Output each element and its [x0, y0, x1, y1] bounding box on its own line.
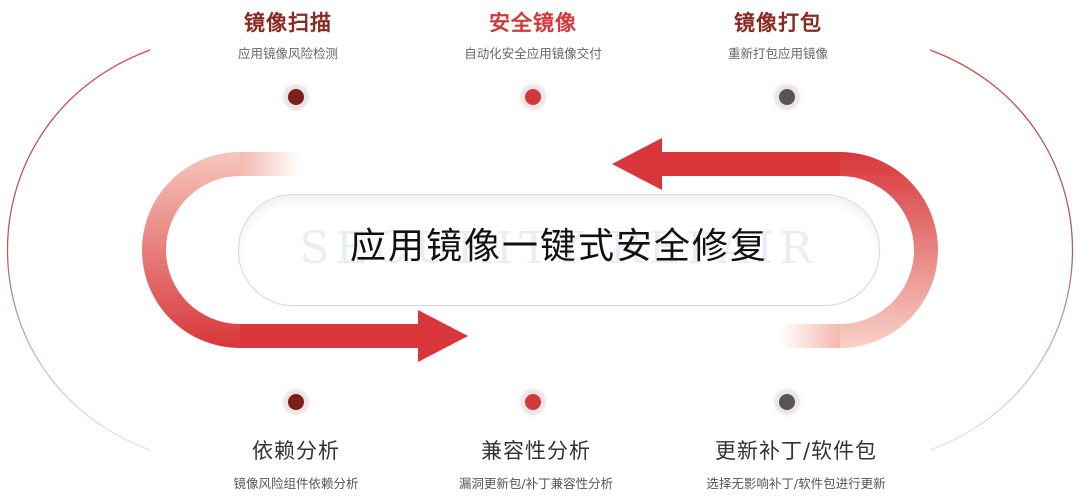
- center-watermark: SECURITY REPAIR: [299, 223, 819, 274]
- step-image-scan: 镜像扫描 应用镜像风险检测: [168, 10, 408, 62]
- left-loop-top-stub: [240, 152, 300, 176]
- outer-arc-left: [6, 49, 151, 451]
- left-arrow-head: [612, 138, 662, 190]
- right-loop-arc: [840, 152, 938, 348]
- step-desc: 漏洞更新包/补丁兼容性分析: [458, 476, 614, 491]
- step-title: 镜像扫描: [244, 11, 332, 35]
- step-marker-dot: [525, 394, 541, 410]
- step-title: 兼容性分析: [481, 439, 591, 463]
- step-desc: 镜像风险组件依赖分析: [233, 476, 359, 491]
- step-patch-update: 更新补丁/软件包 选择无影响补丁/软件包进行更新: [676, 438, 916, 492]
- right-loop-top-bar: [660, 152, 840, 176]
- step-title: 镜像打包: [734, 11, 822, 35]
- left-loop-arc: [142, 152, 240, 348]
- right-loop-bottom-stub: [780, 324, 840, 348]
- step-secure-image: 安全镜像 自动化安全应用镜像交付: [413, 10, 653, 62]
- step-desc: 重新打包应用镜像: [727, 46, 828, 61]
- step-marker-dot: [288, 394, 304, 410]
- center-pill: SECURITY REPAIR 应用镜像一键式安全修复: [238, 194, 880, 306]
- step-marker-dot: [288, 89, 304, 105]
- step-title: 依赖分析: [252, 439, 340, 463]
- left-loop-bottom-bar: [240, 324, 420, 348]
- step-marker-dot: [525, 89, 541, 105]
- step-title: 安全镜像: [489, 11, 577, 35]
- step-title: 更新补丁/软件包: [714, 439, 878, 463]
- step-marker-dot: [779, 394, 795, 410]
- step-marker-dot: [779, 89, 795, 105]
- right-arrow-head: [418, 310, 468, 362]
- outer-arc-right: [929, 49, 1074, 451]
- step-desc: 应用镜像风险检测: [237, 46, 338, 61]
- step-compatibility-analysis: 兼容性分析 漏洞更新包/补丁兼容性分析: [416, 438, 656, 492]
- step-dependency-analysis: 依赖分析 镜像风险组件依赖分析: [176, 438, 416, 492]
- step-desc: 自动化安全应用镜像交付: [464, 46, 602, 61]
- center-title: 应用镜像一键式安全修复: [349, 226, 768, 267]
- step-image-packaging: 镜像打包 重新打包应用镜像: [658, 10, 898, 62]
- step-desc: 选择无影响补丁/软件包进行更新: [706, 476, 886, 491]
